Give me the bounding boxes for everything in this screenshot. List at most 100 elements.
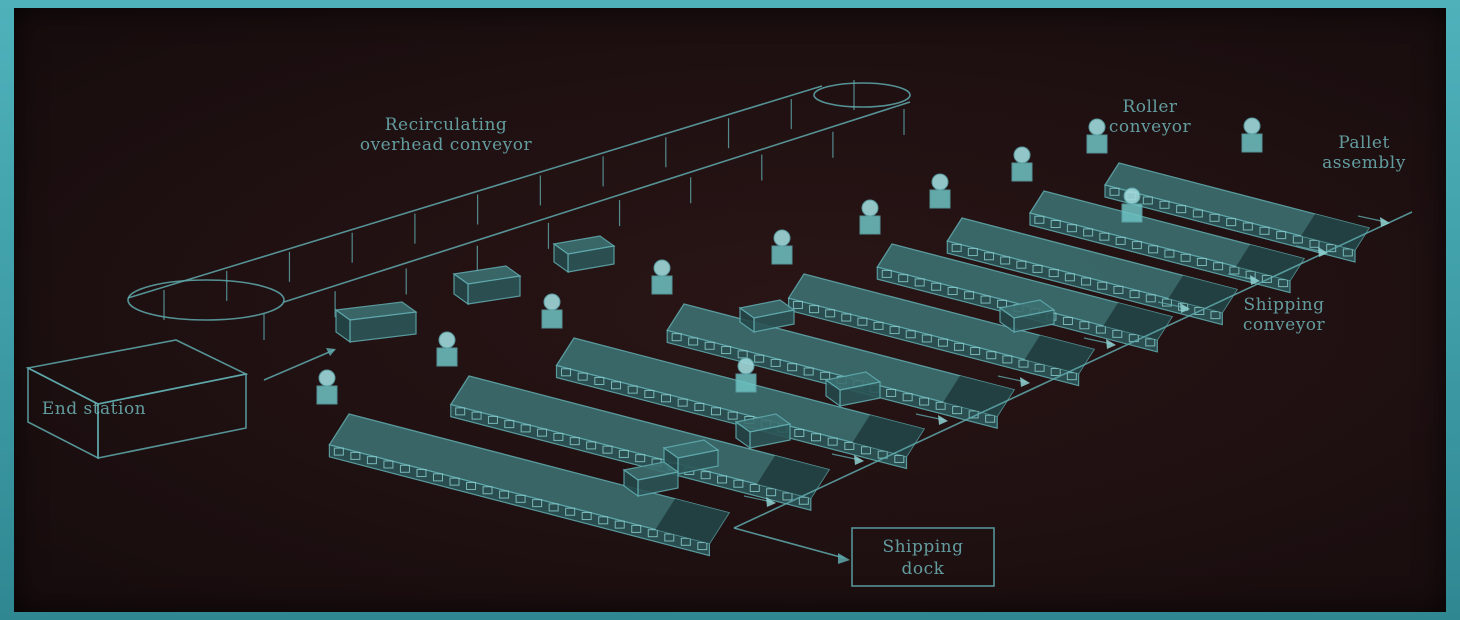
robot-head [1123, 187, 1141, 205]
robot-base [771, 245, 793, 265]
roller [1213, 262, 1224, 271]
pallet-robot [859, 199, 881, 235]
pallet-robot [436, 331, 458, 367]
robot-base [859, 215, 881, 235]
crate-side [825, 378, 841, 408]
pallet-robot [651, 259, 673, 295]
roller [937, 338, 948, 347]
roller [1192, 209, 1203, 218]
roller [661, 394, 671, 403]
roller-conveyor [1103, 162, 1371, 263]
roller [1145, 294, 1156, 303]
roller [1016, 260, 1027, 269]
roller [569, 437, 580, 446]
conveyor-end-bay [1168, 275, 1237, 313]
roller [951, 243, 962, 252]
pallet-assembly-label-line1: Pallet [1338, 133, 1390, 153]
roller [553, 432, 564, 441]
crate-on-roller [662, 439, 720, 476]
crate-side [453, 272, 469, 306]
roller [1148, 245, 1159, 254]
roller [980, 295, 991, 304]
robot-base [1011, 162, 1033, 182]
crate-on-overhead [552, 235, 616, 274]
crate-side [999, 306, 1015, 334]
robot-head [931, 173, 949, 191]
roller [881, 269, 892, 278]
crate-on-overhead [334, 301, 418, 344]
roller [857, 317, 868, 326]
roller [532, 499, 543, 508]
roller [1109, 187, 1120, 196]
pallet-robot [735, 357, 757, 393]
roller [1034, 215, 1045, 224]
roller [782, 492, 793, 501]
shipping-to-dock-line [733, 527, 845, 559]
roller [1000, 256, 1011, 265]
shipping-conveyor-label-line2: conveyor [1243, 315, 1326, 335]
pallet-robot [929, 173, 951, 209]
roller [902, 393, 913, 402]
feeder-arrow-head [1106, 339, 1116, 349]
end-station: End station [25, 339, 249, 460]
overhead-conveyor-right-end [813, 82, 911, 108]
roller [614, 520, 625, 529]
roller [1259, 226, 1270, 235]
crate-on-roller [622, 461, 680, 498]
roller [515, 494, 526, 503]
roller [499, 490, 510, 499]
roller-conveyor [946, 217, 1239, 326]
roller [680, 537, 691, 546]
pallet-robot [316, 369, 338, 405]
roller [1209, 213, 1220, 222]
roller [487, 415, 498, 424]
roller [711, 407, 721, 416]
roller [952, 406, 963, 415]
roller [631, 524, 642, 533]
roller [1081, 277, 1092, 286]
roller [1113, 285, 1124, 294]
roller [598, 516, 609, 525]
roller [794, 428, 805, 437]
roller [889, 326, 900, 335]
robot-head [861, 199, 879, 217]
roller [898, 274, 909, 283]
roller [931, 282, 942, 291]
robot-base [929, 189, 951, 209]
roller-conveyor [555, 337, 926, 470]
end-station-label: End station [42, 399, 146, 419]
feeder-arrow-head [854, 455, 864, 465]
robot-base [651, 275, 673, 295]
roller [1229, 266, 1240, 275]
roller [1159, 200, 1170, 209]
feeder-arrow-head [1250, 275, 1260, 285]
conveyor-end-bay [756, 455, 829, 499]
roller [986, 351, 997, 360]
roller [602, 445, 613, 454]
robot-base [1086, 134, 1108, 154]
roller [697, 542, 708, 551]
feeder-arrow-head [938, 415, 948, 425]
roller [537, 428, 548, 437]
roller [798, 496, 809, 505]
roller [766, 488, 777, 497]
roller [1180, 253, 1191, 262]
roller [1176, 205, 1187, 214]
shipping-dock-box [851, 527, 995, 587]
shipping-conveyor-label-line1: Shipping [1243, 295, 1324, 315]
roller [1196, 258, 1207, 267]
robot-base [1241, 133, 1263, 153]
roller [688, 337, 699, 346]
robot-base [316, 385, 338, 405]
roller [664, 533, 675, 542]
robot-head [543, 293, 561, 311]
recirculating-conveyor-label-line1: Recirculating [385, 115, 508, 135]
roller [1099, 232, 1110, 241]
roller [1032, 264, 1043, 273]
roller [803, 367, 814, 376]
roller [1097, 281, 1108, 290]
roller [1050, 367, 1061, 376]
roller [727, 411, 738, 420]
roller [700, 471, 711, 480]
